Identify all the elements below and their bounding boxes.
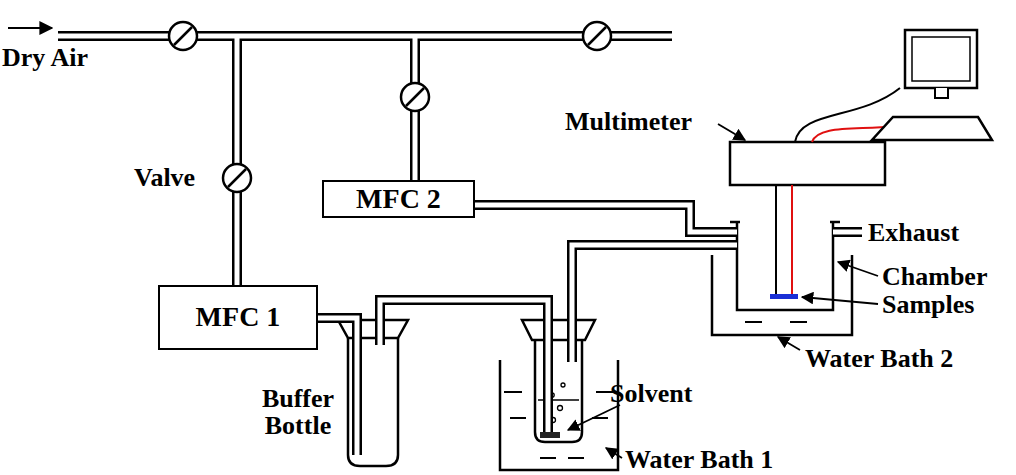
- controller-box: MFC 2: [322, 180, 475, 218]
- part-label: Water Bath 1: [625, 446, 773, 473]
- multimeter-box: [730, 142, 885, 185]
- part-label: Chamber: [882, 263, 987, 290]
- part-label: Buffer Bottle: [252, 385, 344, 440]
- probe-wire: [775, 185, 777, 296]
- controller-box: MFC 1: [158, 285, 318, 350]
- monitor: [905, 30, 977, 88]
- bottle-stopper: [522, 320, 595, 340]
- part-label: Exhaust: [868, 219, 959, 246]
- box-label: MFC 2: [356, 184, 441, 215]
- part-label: Solvent: [610, 380, 692, 407]
- part-label: Water Bath 2: [805, 345, 953, 372]
- box-label: MFC 1: [196, 302, 281, 333]
- chamber-rim: [830, 221, 840, 224]
- part-label: Samples: [882, 291, 974, 318]
- probe-wire: [791, 185, 793, 296]
- chamber: [737, 222, 833, 310]
- part-label: Multimeter: [565, 108, 692, 135]
- water-surface: [745, 321, 807, 323]
- part-label: Dry Air: [2, 44, 88, 71]
- monitor-stand: [935, 88, 948, 98]
- samples-bar: [770, 294, 798, 299]
- leader-lines: [568, 124, 878, 458]
- keyboard: [872, 117, 992, 140]
- screen: [912, 37, 970, 81]
- pipe-outline: [58, 36, 862, 455]
- flow-arrow: [8, 27, 52, 29]
- pipe-bore: [58, 36, 862, 455]
- part-label: Valve: [134, 164, 195, 191]
- valve-symbols: [169, 22, 611, 192]
- solvent: [540, 432, 560, 438]
- chamber-rim: [730, 221, 740, 224]
